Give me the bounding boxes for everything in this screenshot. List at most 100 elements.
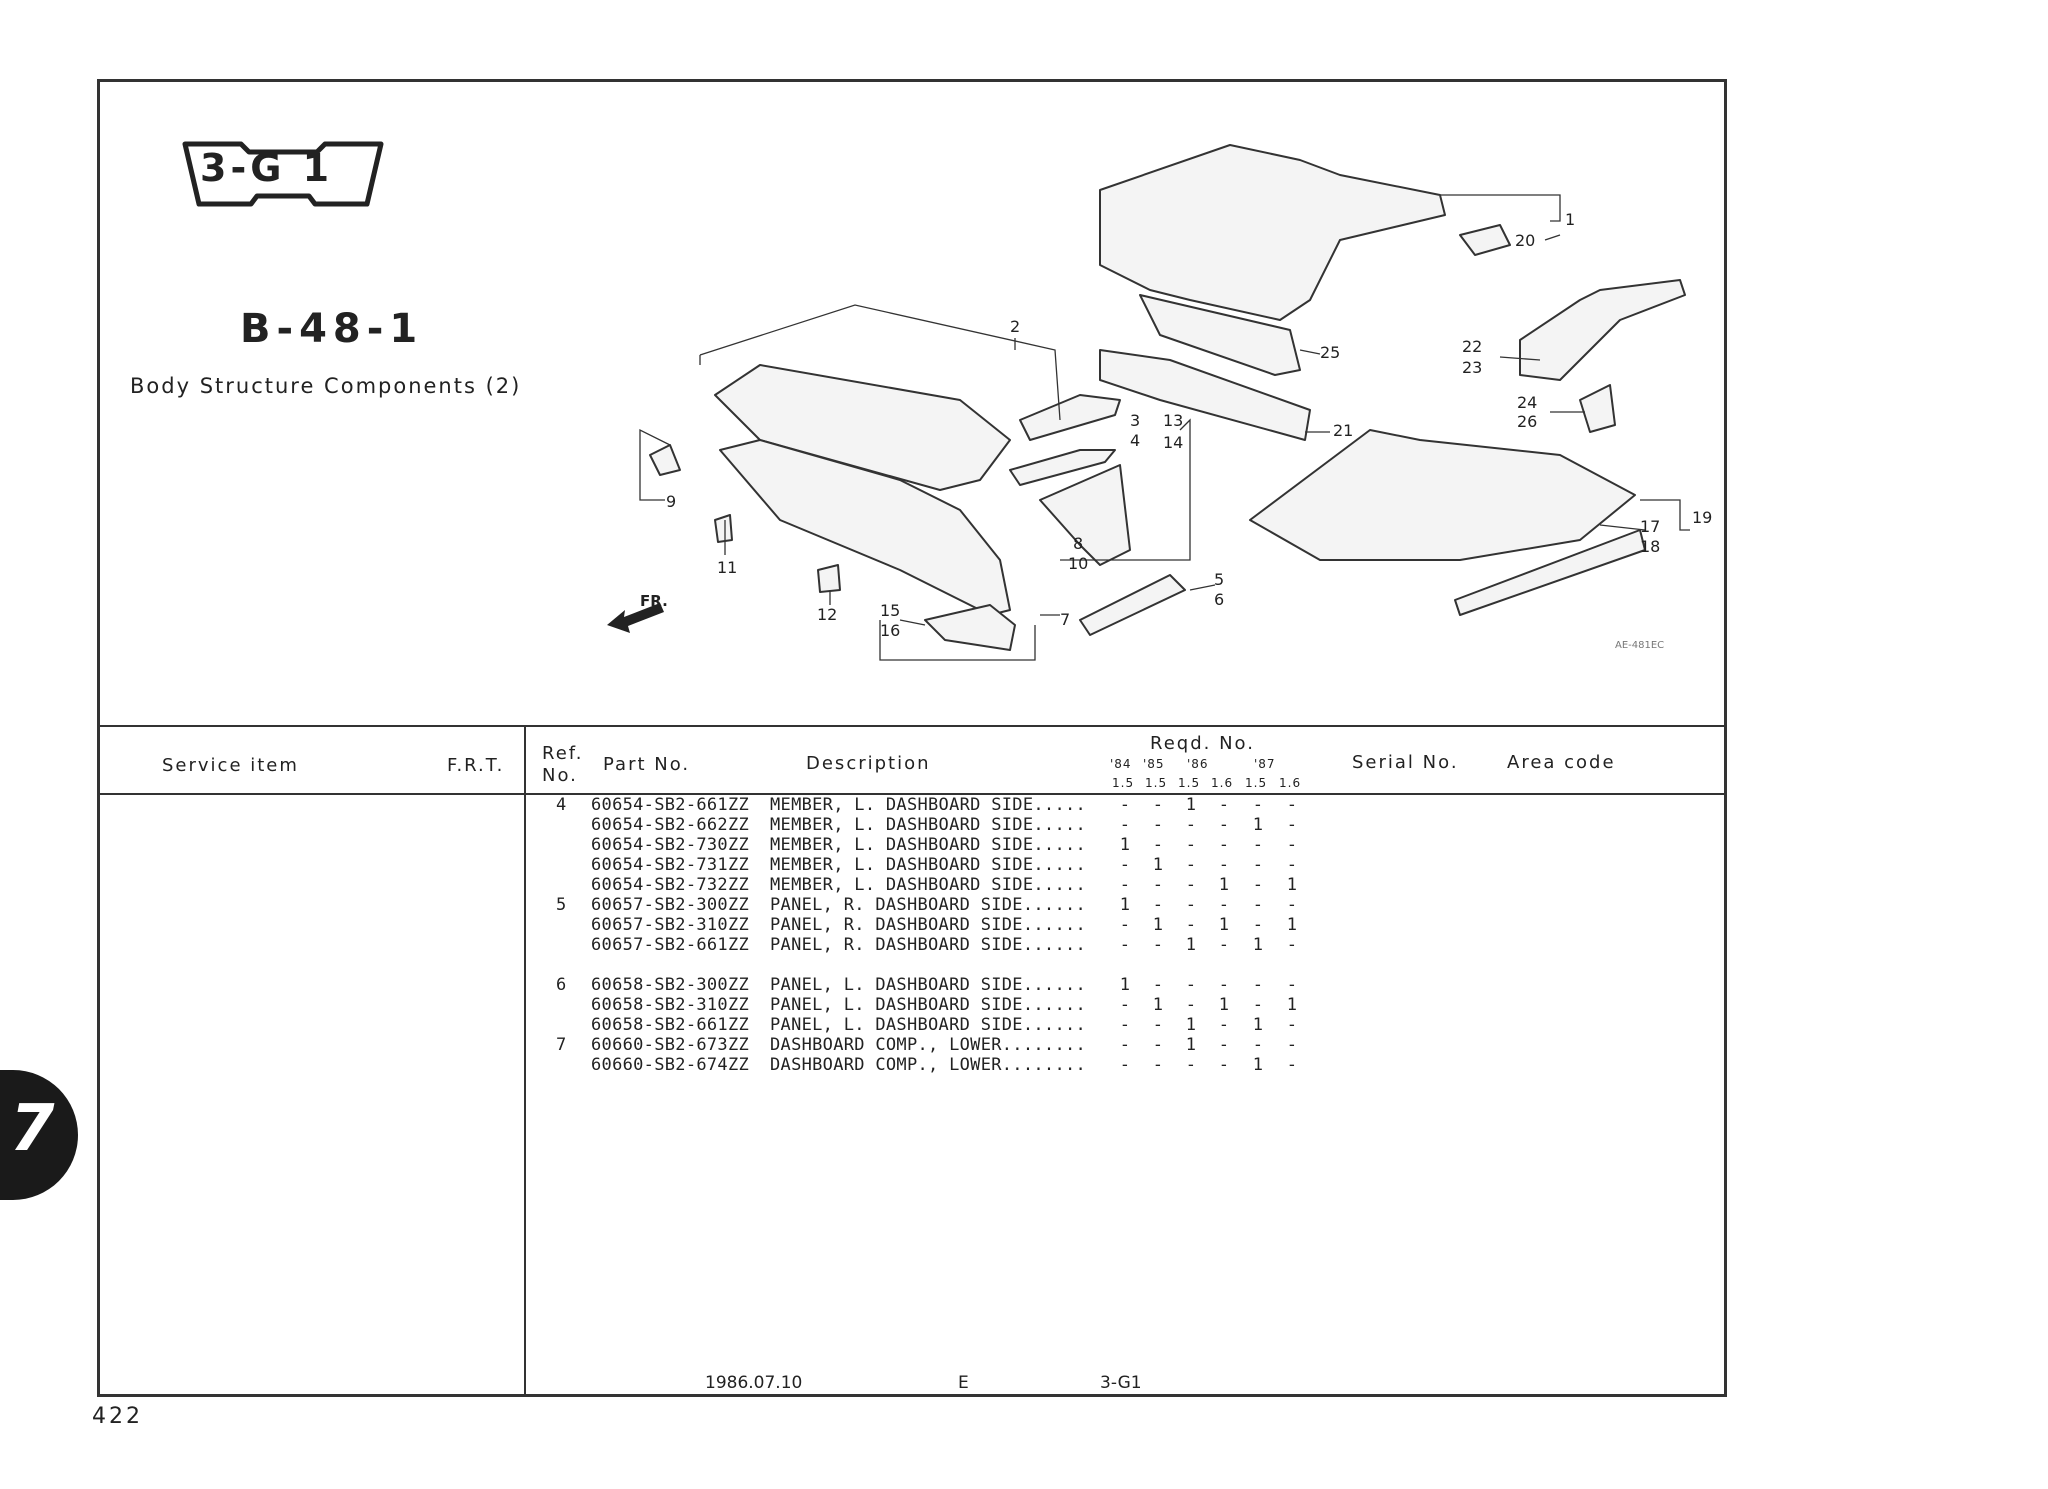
header-ref-no-1: Ref. (542, 743, 584, 764)
header-service-item: Service item (162, 755, 299, 776)
required-qty: - (1119, 935, 1131, 955)
callout-7: 7 (1060, 610, 1071, 629)
required-qty: 1 (1286, 915, 1298, 935)
required-qty: - (1119, 795, 1131, 815)
part-description: PANEL, R. DASHBOARD SIDE...... (770, 895, 1087, 915)
callout-5: 5 (1214, 570, 1225, 589)
required-qty: - (1252, 875, 1264, 895)
ref-no: 6 (556, 975, 567, 995)
required-qty: 1 (1119, 975, 1131, 995)
header-engine: 1.6 (1279, 776, 1302, 790)
required-qty: - (1152, 795, 1164, 815)
required-qty: - (1286, 975, 1298, 995)
required-qty: - (1252, 1035, 1264, 1055)
required-qty: - (1185, 975, 1197, 995)
chapter-tab[interactable]: 7 (0, 1070, 78, 1200)
callout-2: 2 (1010, 317, 1021, 336)
required-qty: - (1152, 895, 1164, 915)
required-qty: - (1286, 1015, 1298, 1035)
part-number: 60654-SB2-661ZZ (591, 795, 750, 815)
required-qty: - (1185, 875, 1197, 895)
page-frame (97, 79, 1727, 1397)
required-qty: - (1252, 895, 1264, 915)
part-number: 60654-SB2-731ZZ (591, 855, 750, 875)
required-qty: - (1218, 1055, 1230, 1075)
required-qty: 1 (1185, 1015, 1197, 1035)
part-description: DASHBOARD COMP., LOWER........ (770, 1055, 1087, 1075)
required-qty: - (1119, 815, 1131, 835)
part-number: 60658-SB2-300ZZ (591, 975, 750, 995)
footer-date: 1986.07.10 (705, 1373, 803, 1393)
required-qty: 1 (1252, 1015, 1264, 1035)
callout-23: 23 (1462, 358, 1483, 377)
part-bracket-9 (649, 444, 681, 476)
callout-24: 24 (1517, 393, 1538, 412)
required-qty: - (1218, 815, 1230, 835)
required-qty: 1 (1152, 855, 1164, 875)
header-year-87: '87 (1254, 757, 1276, 771)
required-qty: 1 (1152, 995, 1164, 1015)
part-crossmember-25 (1139, 294, 1301, 376)
part-bracket-11 (714, 514, 733, 543)
part-side-sill-17 (1454, 529, 1646, 616)
required-qty: - (1252, 915, 1264, 935)
part-bracket-12 (817, 564, 841, 593)
required-qty: - (1286, 1055, 1298, 1075)
callout-6: 6 (1214, 590, 1225, 609)
figure-title: Body Structure Components (2) (130, 374, 522, 398)
part-number: 60658-SB2-661ZZ (591, 1015, 750, 1035)
callout-4: 4 (1130, 431, 1141, 450)
header-engine: 1.5 (1245, 776, 1268, 790)
drawing-code: AE-481EC (1615, 640, 1665, 651)
callout-9: 9 (666, 492, 677, 511)
required-qty: 1 (1119, 895, 1131, 915)
header-divider (97, 793, 1727, 795)
footer-section: 3-G1 (1100, 1373, 1142, 1393)
part-bracket-24 (1579, 384, 1616, 433)
callout-22: 22 (1462, 337, 1483, 356)
required-qty: - (1185, 815, 1197, 835)
required-qty: 1 (1218, 875, 1230, 895)
figure-code: B-48-1 (240, 306, 424, 352)
callout-16: 16 (880, 621, 901, 640)
required-qty: - (1119, 1015, 1131, 1035)
header-frt: F.R.T. (447, 755, 505, 776)
required-qty: - (1152, 875, 1164, 895)
required-qty: - (1185, 835, 1197, 855)
header-engine: 1.6 (1211, 776, 1234, 790)
part-crossmember-21 (1099, 349, 1311, 441)
required-qty: - (1286, 835, 1298, 855)
callout-14: 14 (1163, 433, 1184, 452)
part-description: PANEL, R. DASHBOARD SIDE...... (770, 915, 1087, 935)
part-description: MEMBER, L. DASHBOARD SIDE..... (770, 815, 1087, 835)
required-qty: - (1252, 795, 1264, 815)
section-badge: 3-G 1 (200, 146, 334, 190)
required-qty: 1 (1286, 995, 1298, 1015)
callout-20: 20 (1515, 231, 1536, 250)
header-reqd-no: Reqd. No. (1150, 733, 1255, 754)
part-rear-floor (1099, 144, 1446, 321)
required-qty: - (1286, 815, 1298, 835)
required-qty: 1 (1252, 1055, 1264, 1075)
callout-13: 13 (1163, 411, 1184, 430)
part-description: PANEL, R. DASHBOARD SIDE...... (770, 935, 1087, 955)
footer-edition: E (958, 1373, 969, 1393)
callout-17: 17 (1640, 517, 1661, 536)
required-qty: 1 (1286, 875, 1298, 895)
part-member-4 (1009, 449, 1116, 486)
callout-21: 21 (1333, 421, 1354, 440)
front-label: FR. (640, 592, 668, 610)
header-year-85: '85 (1143, 757, 1165, 771)
part-member-3 (1019, 394, 1121, 441)
required-qty: - (1152, 935, 1164, 955)
required-qty: - (1218, 1035, 1230, 1055)
required-qty: - (1218, 795, 1230, 815)
required-qty: 1 (1185, 795, 1197, 815)
callout-18: 18 (1640, 537, 1661, 556)
part-front-floor (1249, 429, 1636, 561)
part-description: PANEL, L. DASHBOARD SIDE...... (770, 995, 1087, 1015)
required-qty: - (1218, 935, 1230, 955)
required-qty: 1 (1152, 915, 1164, 935)
required-qty: - (1185, 1055, 1197, 1075)
part-description: MEMBER, L. DASHBOARD SIDE..... (770, 875, 1087, 895)
